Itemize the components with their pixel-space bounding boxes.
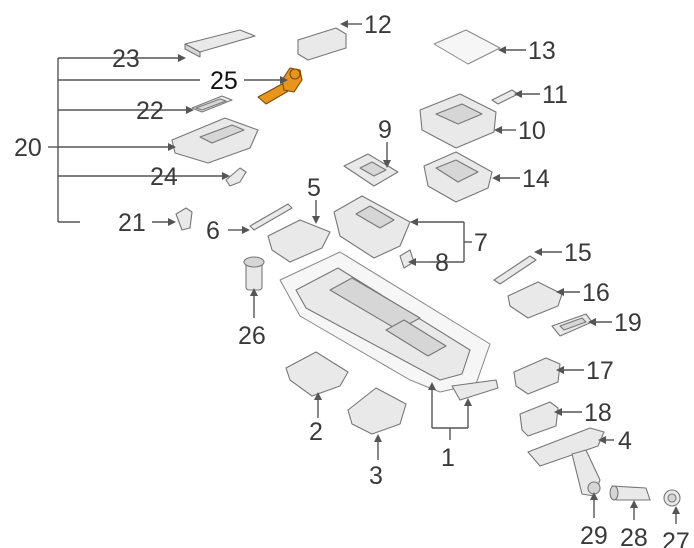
callout-11[interactable]: 11 bbox=[542, 81, 568, 109]
callout-12[interactable]: 12 bbox=[364, 11, 392, 39]
part-14-box[interactable] bbox=[423, 151, 493, 203]
part-1-center-console[interactable] bbox=[279, 251, 499, 401]
callout-19[interactable]: 19 bbox=[614, 309, 642, 337]
callout-4[interactable]: 4 bbox=[618, 427, 632, 455]
part-24-clip[interactable] bbox=[225, 167, 247, 187]
part-28-lighter[interactable] bbox=[609, 485, 651, 501]
part-4-rail[interactable] bbox=[527, 427, 605, 467]
part-13-cover[interactable] bbox=[433, 29, 501, 65]
part-19-vent[interactable] bbox=[551, 313, 593, 337]
part-18-switch[interactable] bbox=[519, 401, 559, 437]
leader-lines bbox=[120, 20, 680, 524]
callout-6[interactable]: 6 bbox=[206, 217, 220, 245]
callout-5[interactable]: 5 bbox=[307, 174, 321, 202]
part-2-bracket[interactable] bbox=[285, 351, 349, 397]
part-5-bracket[interactable] bbox=[267, 219, 331, 263]
part-3-bracket[interactable] bbox=[347, 387, 407, 435]
callout-14[interactable]: 14 bbox=[522, 165, 550, 193]
group-bracket-20 bbox=[48, 57, 200, 223]
callout-10[interactable]: 10 bbox=[518, 117, 546, 145]
callout-16[interactable]: 16 bbox=[582, 279, 610, 307]
part-10-storage-tray[interactable] bbox=[419, 93, 497, 149]
callout-7[interactable]: 7 bbox=[474, 229, 488, 257]
part-20-armrest-base[interactable] bbox=[171, 117, 259, 164]
callout-18[interactable]: 18 bbox=[584, 399, 612, 427]
callout-21[interactable]: 21 bbox=[118, 209, 146, 237]
part-11-small[interactable] bbox=[491, 89, 519, 105]
callout-labels: 1 2 3 4 5 6 7 8 9 10 11 12 13 14 15 16 1… bbox=[14, 11, 690, 548]
callout-24[interactable]: 24 bbox=[150, 163, 178, 191]
part-23-armrest-lid[interactable] bbox=[184, 29, 256, 58]
callout-3[interactable]: 3 bbox=[369, 462, 383, 490]
part-22-insert[interactable] bbox=[191, 95, 233, 113]
callout-15[interactable]: 15 bbox=[564, 239, 592, 267]
part-25-highlighted[interactable] bbox=[257, 67, 303, 105]
part-27-knob[interactable] bbox=[663, 489, 681, 507]
callout-29[interactable]: 29 bbox=[580, 522, 608, 548]
part-8-clip[interactable] bbox=[399, 249, 415, 269]
callout-8[interactable]: 8 bbox=[435, 249, 449, 277]
part-7-shifter-trim[interactable] bbox=[333, 195, 411, 259]
callout-28[interactable]: 28 bbox=[620, 524, 648, 548]
part-29-socket[interactable] bbox=[571, 449, 601, 497]
callout-27[interactable]: 27 bbox=[662, 528, 690, 548]
callout-9[interactable]: 9 bbox=[378, 116, 392, 144]
part-15-strip[interactable] bbox=[493, 255, 537, 285]
part-26-plug[interactable] bbox=[243, 256, 265, 291]
callout-22[interactable]: 22 bbox=[136, 97, 164, 125]
callout-13[interactable]: 13 bbox=[528, 37, 556, 65]
callout-25[interactable]: 25 bbox=[210, 67, 238, 95]
callout-26[interactable]: 26 bbox=[238, 322, 266, 350]
part-16-holder[interactable] bbox=[507, 281, 563, 319]
callout-20[interactable]: 20 bbox=[14, 134, 42, 162]
callout-23[interactable]: 23 bbox=[112, 45, 140, 73]
callout-17[interactable]: 17 bbox=[586, 357, 614, 385]
part-17-ashtray[interactable] bbox=[513, 357, 561, 395]
callout-1[interactable]: 1 bbox=[441, 444, 455, 472]
part-9-switch-panel[interactable] bbox=[343, 153, 399, 187]
part-12-bracket[interactable] bbox=[297, 27, 347, 61]
part-21-bracket[interactable] bbox=[175, 207, 193, 231]
part-6-strip[interactable] bbox=[249, 203, 293, 231]
callout-2[interactable]: 2 bbox=[309, 418, 323, 446]
